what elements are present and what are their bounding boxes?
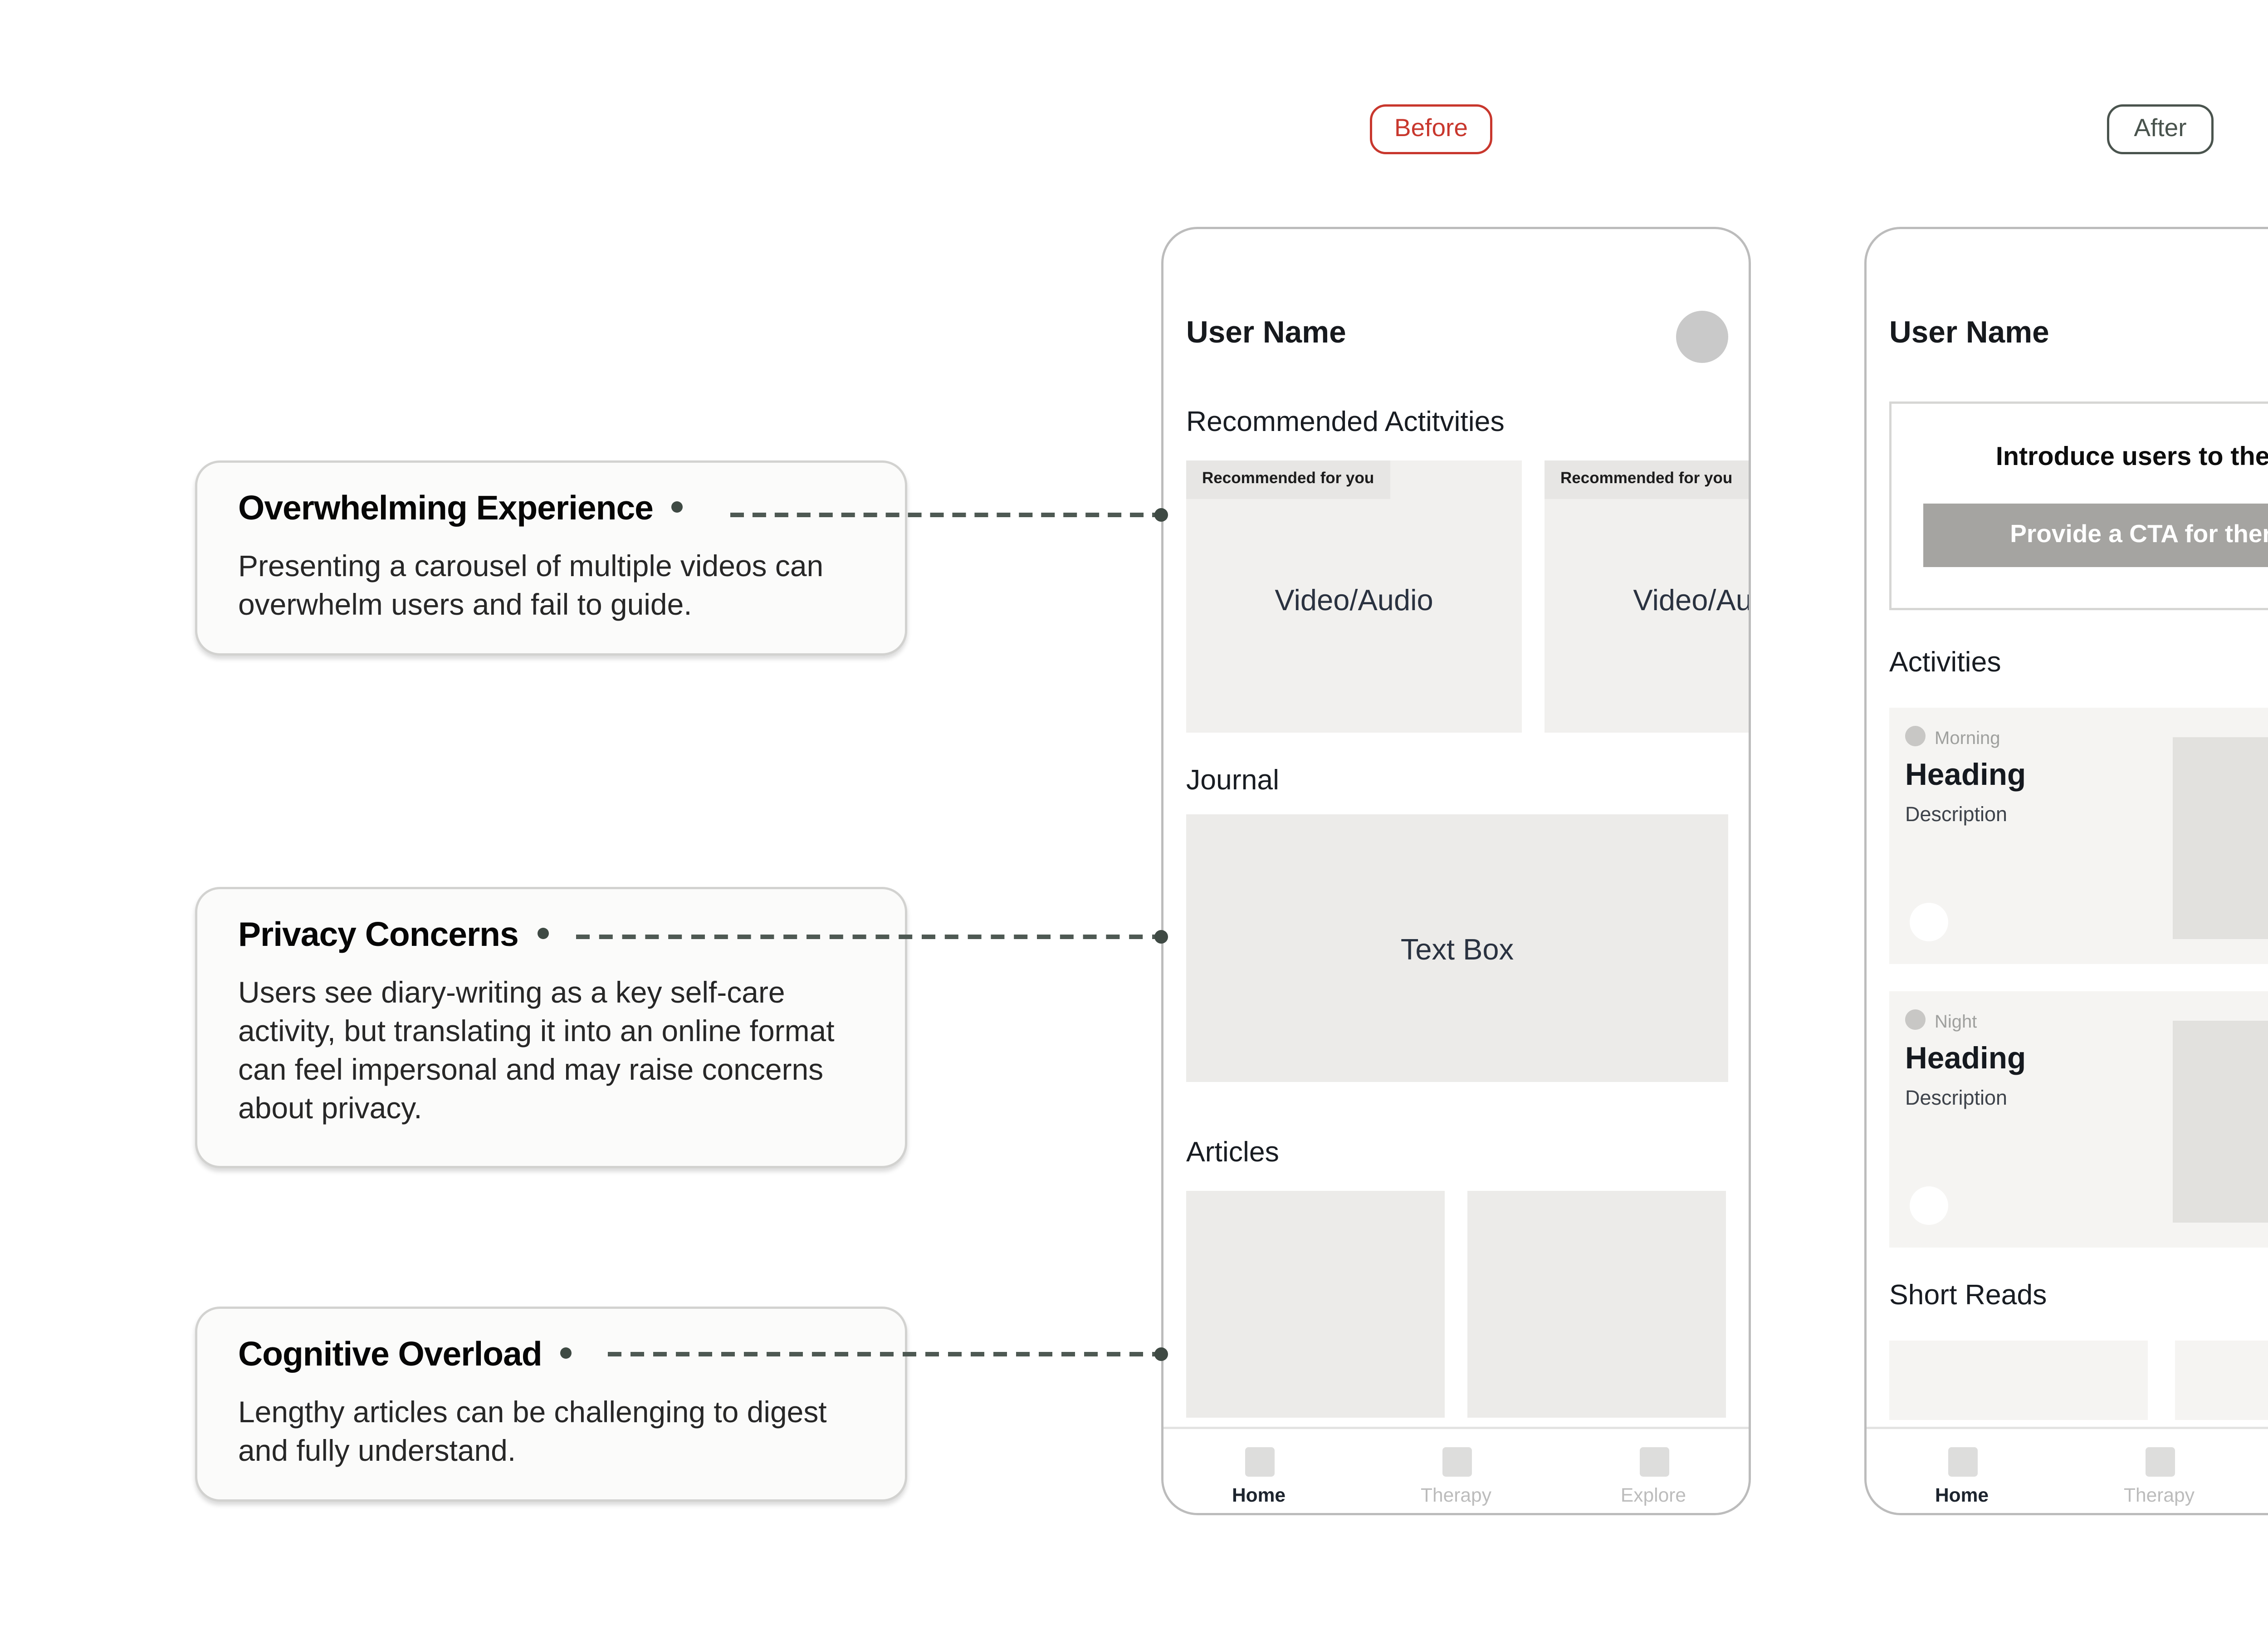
nav-item-explore[interactable]: Explore bbox=[1581, 1429, 1726, 1506]
after-badge[interactable]: After bbox=[2107, 104, 2214, 154]
callout-overwhelming-experience: Overwhelming Experience Presenting a car… bbox=[195, 460, 907, 656]
time-label: Night bbox=[1935, 1012, 1977, 1032]
section-title-articles: Articles bbox=[1186, 1136, 1279, 1168]
connector-privacy bbox=[576, 935, 1166, 939]
user-name-label: User Name bbox=[1889, 315, 2049, 349]
activity-card-morning[interactable]: Morning Heading Description bbox=[1889, 708, 2268, 964]
connector-cognitive-overload bbox=[608, 1352, 1166, 1356]
before-badge[interactable]: Before bbox=[1370, 104, 1492, 154]
callout-privacy-concerns: Privacy Concerns Users see diary-writing… bbox=[195, 887, 907, 1168]
callout-title: Overwhelming Experience bbox=[238, 490, 654, 529]
callout-body: Presenting a carousel of multiple videos… bbox=[238, 549, 824, 622]
short-read-placeholder[interactable] bbox=[1889, 1341, 2148, 1420]
phone-mockup-before: User Name Recommended Actitvities Recomm… bbox=[1161, 227, 1751, 1515]
callout-body: Users see diary-writing as a key self-ca… bbox=[238, 975, 835, 1125]
callout-cognitive-overload: Cognitive Overload Lengthy articles can … bbox=[195, 1307, 907, 1502]
card-description: Description bbox=[1905, 803, 2008, 826]
therapy-intro-box: Introduce users to therapy Provide a CTA… bbox=[1889, 401, 2268, 610]
card-label: Video/Audio bbox=[1633, 583, 1751, 617]
cta-button[interactable]: Provide a CTA for therapy bbox=[1923, 504, 2268, 567]
nav-item-therapy[interactable]: Therapy bbox=[1383, 1429, 1529, 1506]
recommended-chip: Recommended for you bbox=[1186, 460, 1390, 499]
night-dot-icon bbox=[1905, 1009, 1926, 1030]
recommended-chip: Recommended for you bbox=[1545, 460, 1749, 499]
callout-title: Privacy Concerns bbox=[238, 916, 519, 955]
connector-overwhelming bbox=[730, 513, 1166, 517]
callout-title: Cognitive Overload bbox=[238, 1336, 543, 1375]
connector-anchor-dot bbox=[536, 928, 548, 939]
avatar[interactable] bbox=[1676, 311, 1728, 363]
card-description: Description bbox=[1905, 1087, 2008, 1109]
article-placeholder[interactable] bbox=[1186, 1191, 1445, 1418]
phone-mockup-after: User Name Introduce users to therapy Pro… bbox=[1864, 227, 2268, 1515]
section-title-short-reads: Short Reads bbox=[1889, 1279, 2047, 1311]
connector-end-dot bbox=[1154, 1347, 1168, 1361]
callout-body: Lengthy articles can be challenging to d… bbox=[238, 1395, 827, 1468]
play-circle[interactable] bbox=[1910, 1186, 1948, 1225]
cta-heading: Introduce users to therapy bbox=[1995, 445, 2268, 472]
connector-anchor-dot bbox=[560, 1347, 572, 1359]
play-circle[interactable] bbox=[1910, 903, 1948, 941]
time-label: Morning bbox=[1935, 728, 2000, 749]
bottom-nav: Home Therapy Explore bbox=[1163, 1427, 1749, 1513]
recommended-card-video-audio-2[interactable]: Recommended for you Video/Audio bbox=[1545, 460, 1751, 733]
nav-item-therapy[interactable]: Therapy bbox=[2087, 1429, 2232, 1506]
section-title-journal: Journal bbox=[1186, 764, 1279, 796]
image-placeholder bbox=[2173, 1021, 2268, 1223]
article-placeholder[interactable] bbox=[1467, 1191, 1726, 1418]
journal-text-box[interactable]: Text Box bbox=[1186, 814, 1728, 1082]
bottom-nav: Home Therapy Explore bbox=[1867, 1427, 2268, 1513]
nav-item-home[interactable]: Home bbox=[1889, 1429, 2034, 1506]
therapy-icon bbox=[1441, 1447, 1471, 1477]
connector-end-dot bbox=[1154, 930, 1168, 944]
card-label: Video/Audio bbox=[1275, 583, 1433, 617]
short-read-placeholder[interactable] bbox=[2175, 1341, 2268, 1420]
nav-item-home[interactable]: Home bbox=[1186, 1429, 1331, 1506]
morning-dot-icon bbox=[1905, 726, 1926, 746]
explore-icon bbox=[1638, 1447, 1668, 1477]
home-icon bbox=[1947, 1447, 1977, 1477]
section-title-activities: Activities bbox=[1889, 646, 2001, 678]
connector-end-dot bbox=[1154, 508, 1168, 522]
home-icon bbox=[1244, 1447, 1274, 1477]
card-heading: Heading bbox=[1905, 1041, 2026, 1075]
user-name-label: User Name bbox=[1186, 315, 1346, 349]
recommended-card-video-audio[interactable]: Recommended for you Video/Audio bbox=[1186, 460, 1522, 733]
section-title-recommended: Recommended Actitvities bbox=[1186, 406, 1505, 438]
image-placeholder bbox=[2173, 737, 2268, 939]
therapy-icon bbox=[2144, 1447, 2174, 1477]
connector-anchor-dot bbox=[671, 501, 683, 513]
card-heading: Heading bbox=[1905, 758, 2026, 792]
activity-card-night[interactable]: Night Heading Description bbox=[1889, 991, 2268, 1248]
